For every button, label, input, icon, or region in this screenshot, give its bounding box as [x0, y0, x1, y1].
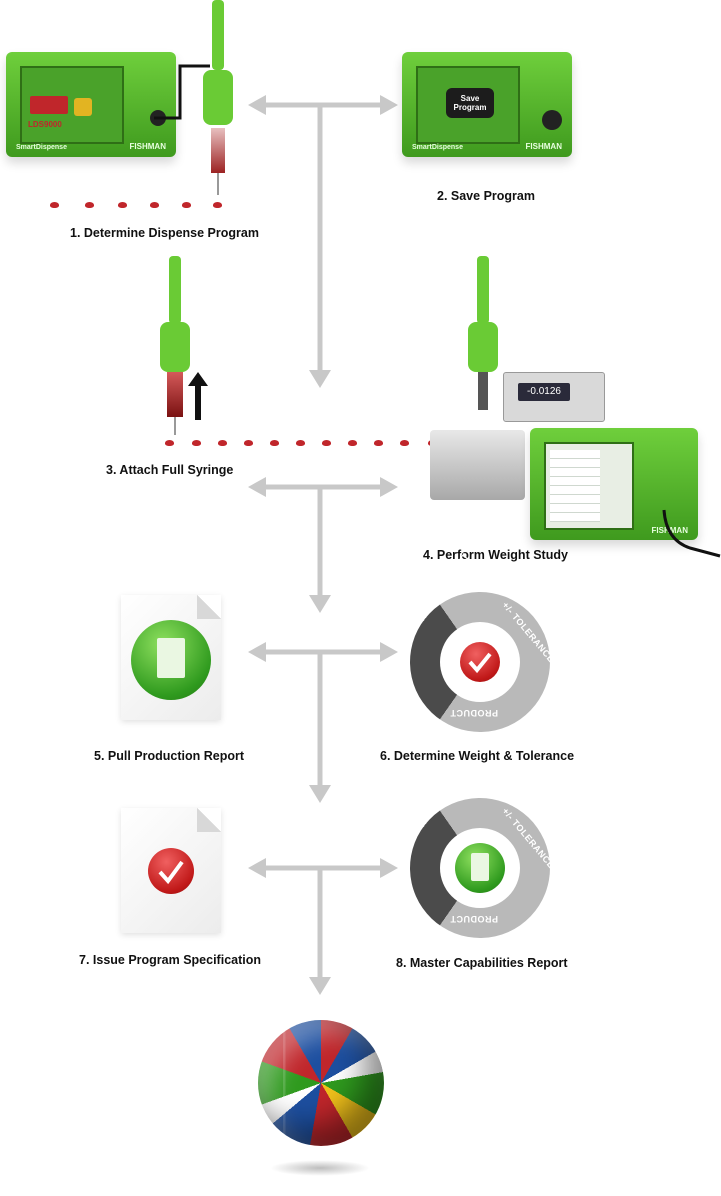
- clipboard-icon-2: [455, 843, 505, 893]
- scale-display: -0.0126: [503, 372, 605, 422]
- power-cable: [662, 509, 721, 558]
- step7-caption: 7. Issue Program Specification: [79, 953, 262, 967]
- syringe-needle: [217, 173, 219, 195]
- checkmark-icon-2: [148, 848, 194, 894]
- syringe-cable: [154, 64, 210, 120]
- globe-shadow: [270, 1160, 370, 1176]
- scale-readout: -0.0126: [518, 383, 570, 401]
- step3-caption: 3. Attach Full Syringe: [106, 463, 234, 477]
- syringe-handle-3: [468, 322, 498, 372]
- step4-caption: 4. Perform Weight Study: [423, 548, 568, 562]
- step6-caption: 6. Determine Weight & Tolerance: [380, 749, 575, 763]
- scale-icon: [430, 430, 525, 500]
- step2-caption: 2. Save Program: [437, 189, 535, 203]
- production-report-document: [121, 595, 221, 720]
- weight-table: [550, 450, 600, 522]
- brand-label: FISHMAN: [129, 142, 166, 151]
- step1-caption: 1. Determine Dispense Program: [70, 226, 259, 240]
- step8-caption: 8. Master Capabilities Report: [396, 956, 568, 970]
- syringe-icon: [212, 0, 224, 70]
- tag-icon: [74, 98, 92, 116]
- syringe-barrel: [211, 128, 225, 173]
- save-program-button: Save Program: [446, 88, 494, 118]
- syringe-icon-3: [477, 256, 489, 324]
- syringe-barrel-3: [478, 372, 488, 410]
- syringe-icon-2: [169, 256, 181, 324]
- syringe-needle-2: [174, 417, 176, 435]
- checkmark-icon: [460, 642, 500, 682]
- brand-label-2: FISHMAN: [525, 142, 562, 151]
- dispenser-device-1: LDS9000 SmartDispense FISHMAN: [6, 52, 176, 157]
- power-port-2: [542, 110, 562, 130]
- device-screen-2: Save Program: [416, 66, 520, 144]
- screen1-label: LDS9000: [28, 120, 62, 129]
- lds9000-icon: [30, 96, 68, 114]
- product-label-2: SmartDispense: [412, 144, 463, 151]
- syringe-handle: [203, 70, 233, 125]
- up-arrow-icon: [188, 372, 208, 420]
- ring-label-product: PRODUCT: [450, 708, 498, 718]
- ring-label-product-2: PRODUCT: [450, 914, 498, 924]
- globe-flags-icon: [258, 1020, 384, 1146]
- dispenser-device-2: Save Program SmartDispense FISHMAN: [402, 52, 572, 157]
- device-screen-4: [544, 442, 634, 530]
- step5-caption: 5. Pull Production Report: [94, 749, 245, 763]
- save-button-label: Save Program: [453, 94, 487, 112]
- syringe-handle-2: [160, 322, 190, 372]
- program-specification-document: [121, 808, 221, 933]
- full-syringe-barrel: [167, 372, 183, 417]
- dispenser-device-4: FISHMAN: [530, 428, 698, 540]
- product-label: SmartDispense: [16, 144, 67, 151]
- clipboard-icon: [131, 620, 211, 700]
- device-screen: LDS9000: [20, 66, 124, 144]
